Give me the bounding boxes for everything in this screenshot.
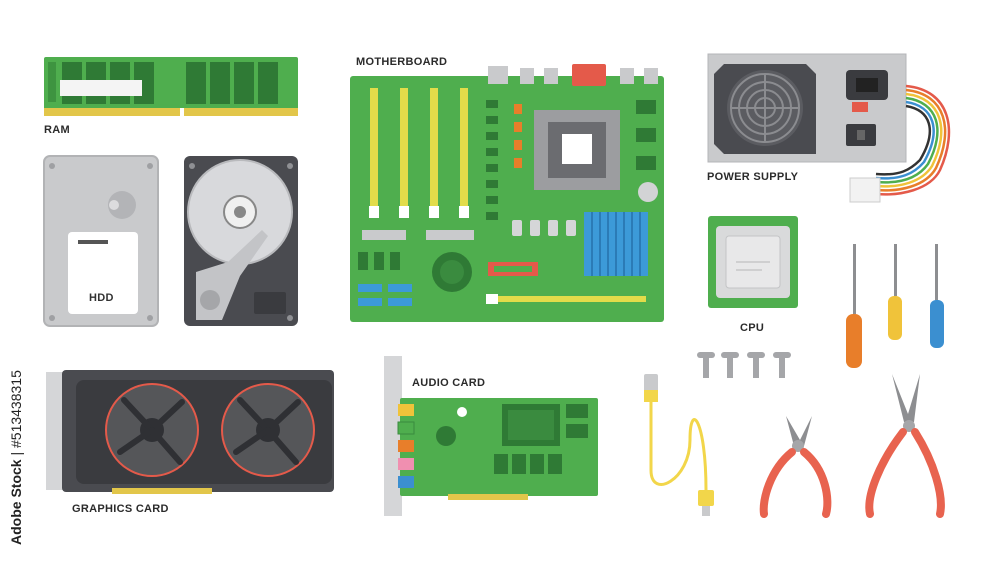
wire-cutters: [759, 416, 832, 518]
screwdriver-yellow: [888, 244, 902, 340]
hdd-closed: [43, 155, 159, 327]
motherboard-label: MOTHERBOARD: [356, 56, 448, 68]
hdd-label: HDD: [89, 292, 114, 304]
power-supply-label: POWER SUPPLY: [707, 171, 799, 183]
power-supply: [707, 53, 951, 203]
cpu-label: CPU: [740, 322, 765, 334]
ram-module: [44, 57, 298, 116]
hdd-open: [184, 156, 298, 326]
screwdriver-orange: [846, 244, 862, 368]
cpu-chip: [708, 216, 798, 308]
audio-card: [384, 356, 598, 516]
stock-watermark-id: Adobe Stock | #513438315: [8, 370, 24, 545]
ram-slots: [369, 88, 469, 218]
screwdriver-blue: [930, 244, 944, 348]
graphics-card-label: GRAPHICS CARD: [72, 503, 169, 515]
screws: [697, 352, 791, 378]
stock-separator: |: [8, 448, 24, 460]
audio-card-label: AUDIO CARD: [412, 377, 486, 389]
ram-label: RAM: [44, 124, 70, 136]
needle-nose-pliers: [865, 374, 945, 518]
motherboard: [350, 64, 664, 322]
graphics-card: [46, 370, 334, 494]
stock-number: #513438315: [8, 370, 24, 448]
stock-brand: Adobe Stock: [8, 459, 24, 545]
usb-cable: [644, 374, 714, 516]
